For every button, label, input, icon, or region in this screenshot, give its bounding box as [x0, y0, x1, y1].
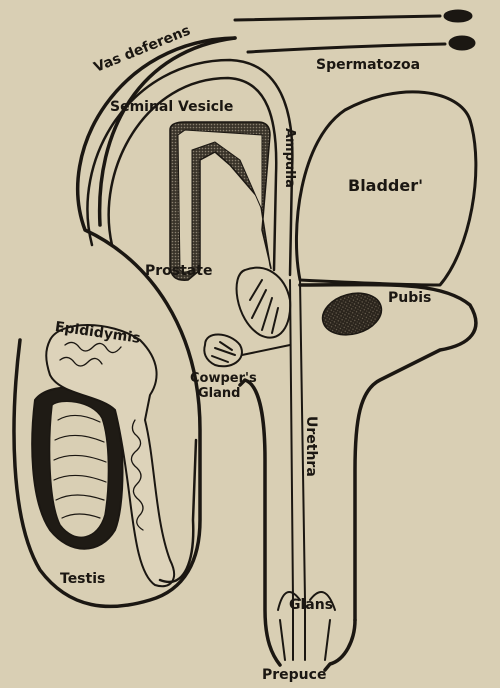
label-bladder: Bladder': [348, 178, 423, 194]
label-spermatozoa: Spermatozoa: [316, 58, 420, 72]
label-cowpers-gland-line2: Gland: [198, 387, 240, 400]
label-prostate: Prostate: [145, 264, 212, 278]
prostate-organ: [237, 268, 291, 338]
label-glans: Glans: [289, 598, 333, 612]
label-ampulla: Ampulla: [283, 128, 296, 188]
label-cowpers-gland-line1: Cowper's: [190, 372, 257, 385]
label-urethra: Urethra: [304, 416, 318, 477]
label-testis: Testis: [60, 572, 105, 586]
seminal-vesicle-organ: [170, 122, 271, 280]
spermatozoa-figure: [235, 10, 475, 52]
testis-organ: [32, 388, 122, 549]
label-seminal-vesicle: Seminal Vesicle: [110, 100, 233, 114]
cowpers-gland-organ: [204, 334, 290, 366]
label-pubis: Pubis: [388, 291, 431, 305]
penis-outline: [240, 285, 476, 670]
label-prepuce: Prepuce: [262, 668, 326, 682]
pubis-bone: [318, 287, 386, 341]
